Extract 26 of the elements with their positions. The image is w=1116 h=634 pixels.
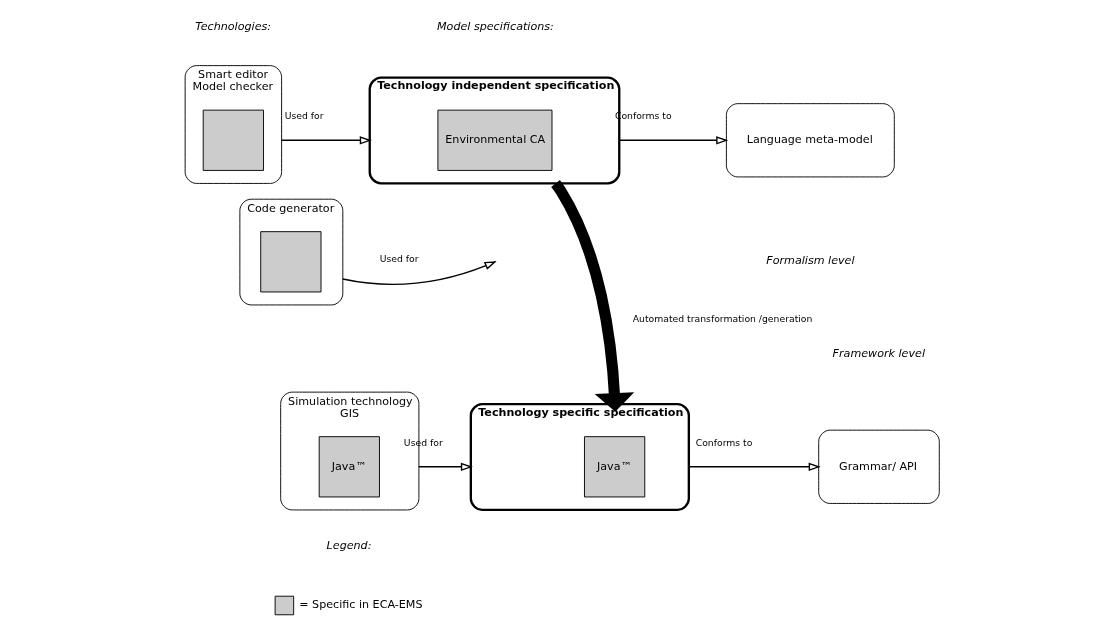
label: Technologies:: [194, 20, 271, 34]
arrow: [417, 462, 473, 472]
edge-label: Conforms to: [695, 436, 752, 448]
edge-label: Used for: [379, 252, 419, 264]
node-box: [259, 231, 321, 293]
cluster: Code generator: [238, 198, 343, 306]
node-box: Java™: [583, 436, 645, 498]
node-box: Grammar/ API: [817, 429, 940, 504]
label: Legend:: [326, 539, 371, 552]
label: Framework level: [832, 346, 925, 360]
node-box: Language meta-model: [725, 103, 895, 178]
edge-label: Used for: [403, 436, 443, 448]
edge-label: Used for: [284, 110, 324, 122]
label: Formalism level: [765, 253, 855, 267]
arrow: [341, 261, 497, 286]
edge-label: Automated transformation /generation: [632, 313, 812, 325]
label: Model specifications:: [436, 20, 554, 34]
cluster: Smart editor Model checker: [184, 65, 282, 184]
arrow: [550, 180, 634, 412]
node-box: Environmental CA: [436, 109, 552, 171]
arrow: [280, 136, 372, 145]
legend-label: = Specific in ECA-EMS: [298, 598, 422, 612]
arrow: [687, 462, 821, 472]
node-box: Java™: [318, 436, 380, 498]
node-box: [202, 109, 264, 171]
arrow: [618, 136, 728, 145]
